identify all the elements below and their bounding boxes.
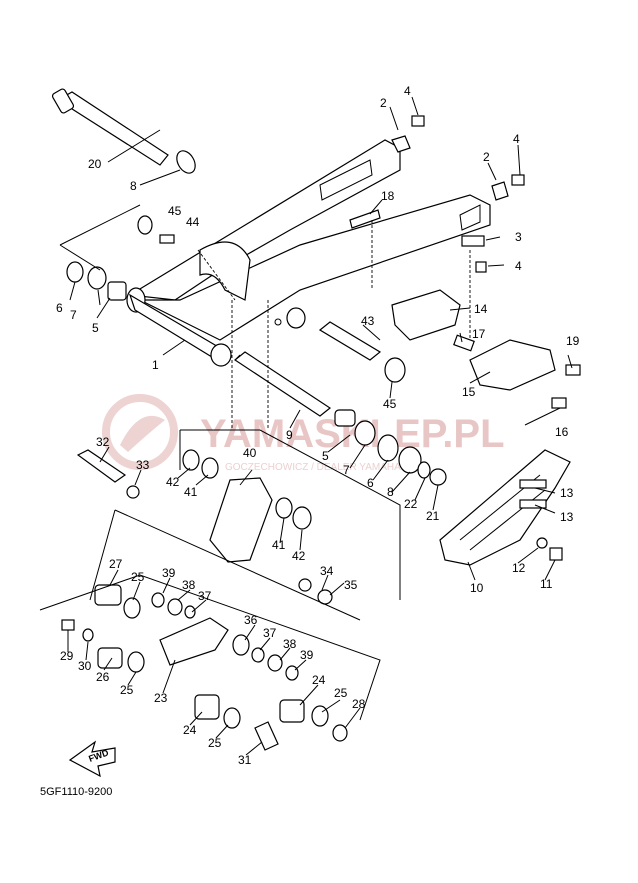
callout-28[interactable]: 28 (352, 697, 366, 711)
callout-37[interactable]: 37 (198, 589, 212, 603)
pivot-axle (51, 88, 196, 174)
callout-45[interactable]: 45 (168, 204, 182, 218)
callout-23[interactable]: 23 (154, 691, 168, 705)
watermark-logo-icon (102, 394, 178, 470)
watermark-subline: GOCZECHOWICZ / DEALER YAMAHA (225, 462, 401, 473)
callout-25[interactable]: 25 (131, 570, 145, 584)
callout-17[interactable]: 17 (472, 327, 486, 341)
callout-8[interactable]: 8 (387, 485, 394, 499)
relay-arm (76, 449, 333, 605)
upper-right-parts (349, 115, 581, 409)
callout-5[interactable]: 5 (322, 449, 329, 463)
callout-26[interactable]: 26 (96, 670, 110, 684)
callout-41[interactable]: 41 (184, 485, 198, 499)
callout-20[interactable]: 20 (88, 157, 102, 171)
callout-29[interactable]: 29 (60, 649, 74, 663)
connecting-rod (61, 584, 348, 751)
callout-41[interactable]: 41 (272, 538, 286, 552)
callout-27[interactable]: 27 (109, 557, 123, 571)
callout-4[interactable]: 4 (513, 132, 520, 146)
callout-13[interactable]: 13 (560, 486, 574, 500)
callout-16[interactable]: 16 (555, 425, 569, 439)
callout-24[interactable]: 24 (312, 673, 326, 687)
callout-30[interactable]: 30 (78, 659, 92, 673)
callout-35[interactable]: 35 (344, 578, 358, 592)
chain-guide (439, 449, 571, 566)
callout-39[interactable]: 39 (162, 566, 176, 580)
group-outlines (39, 204, 471, 721)
callout-5[interactable]: 5 (92, 321, 99, 335)
fwd-arrow-icon: FWD (68, 740, 116, 778)
callouts: 1 2 2 3 4 4 4 5 5 6 6 7 7 8 8 9 10 11 12… (56, 84, 580, 767)
callout-8[interactable]: 8 (130, 179, 137, 193)
callout-25[interactable]: 25 (334, 686, 348, 700)
callout-18[interactable]: 18 (381, 189, 395, 203)
callout-7[interactable]: 7 (343, 463, 350, 477)
callout-39[interactable]: 39 (300, 648, 314, 662)
callout-9[interactable]: 9 (286, 428, 293, 442)
callout-38[interactable]: 38 (283, 637, 297, 651)
callout-34[interactable]: 34 (320, 564, 334, 578)
callout-19[interactable]: 19 (566, 334, 580, 348)
callout-42[interactable]: 42 (166, 475, 180, 489)
watermark: YAMASKLEP.PL GOCZECHOWICZ / DEALER YAMAH… (102, 394, 505, 473)
callout-40[interactable]: 40 (243, 446, 257, 460)
callout-6[interactable]: 6 (367, 476, 374, 490)
diagram-code: 5GF1110-9200 (40, 786, 112, 798)
callout-15[interactable]: 15 (462, 385, 476, 399)
callout-38[interactable]: 38 (182, 578, 196, 592)
callout-6[interactable]: 6 (56, 301, 63, 315)
callout-4[interactable]: 4 (404, 84, 411, 98)
callout-22[interactable]: 22 (404, 497, 418, 511)
callout-31[interactable]: 31 (238, 753, 252, 767)
callout-45[interactable]: 45 (383, 397, 397, 411)
callout-36[interactable]: 36 (244, 613, 258, 627)
callout-43[interactable]: 43 (361, 314, 375, 328)
callout-13[interactable]: 13 (560, 510, 574, 524)
lower-shafts (66, 215, 447, 486)
callout-14[interactable]: 14 (474, 302, 488, 316)
callout-25[interactable]: 25 (120, 683, 134, 697)
callout-37[interactable]: 37 (263, 626, 277, 640)
callout-10[interactable]: 10 (470, 581, 484, 595)
callout-44[interactable]: 44 (186, 215, 200, 229)
callout-24[interactable]: 24 (183, 723, 197, 737)
callout-2[interactable]: 2 (380, 96, 387, 110)
callout-21[interactable]: 21 (426, 509, 440, 523)
callout-42[interactable]: 42 (292, 549, 306, 563)
callout-12[interactable]: 12 (512, 561, 526, 575)
callout-2[interactable]: 2 (483, 150, 490, 164)
callout-4[interactable]: 4 (515, 259, 522, 273)
callout-3[interactable]: 3 (515, 230, 522, 244)
swingarm (126, 139, 491, 367)
leader-lines (67, 96, 573, 756)
callout-32[interactable]: 32 (96, 435, 110, 449)
callout-33[interactable]: 33 (136, 458, 150, 472)
callout-1[interactable]: 1 (152, 358, 159, 372)
callout-7[interactable]: 7 (70, 308, 77, 322)
callout-25[interactable]: 25 (208, 736, 222, 750)
callout-11[interactable]: 11 (540, 577, 553, 591)
